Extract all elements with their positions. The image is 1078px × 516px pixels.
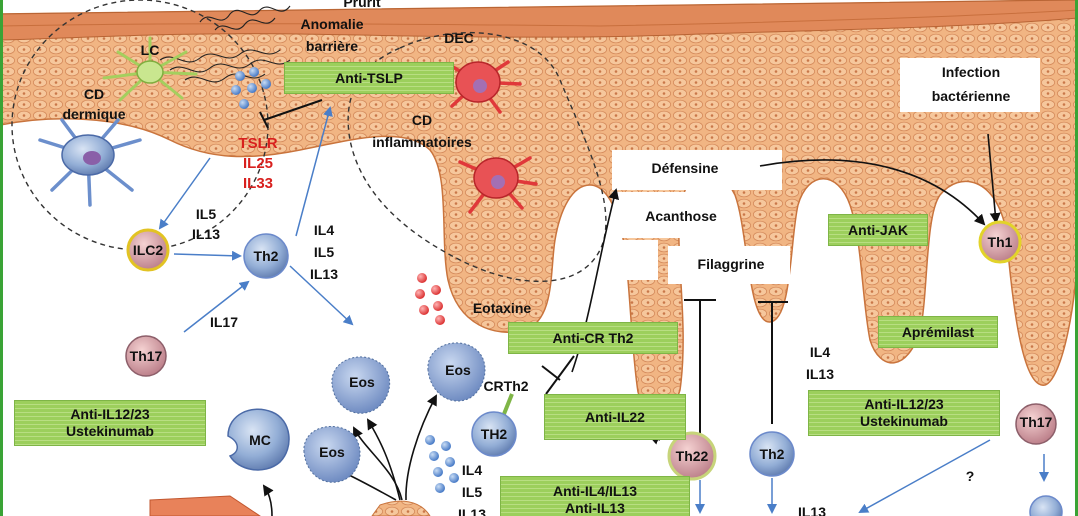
drug-anti-il1223-left-l2: Ustekinumab xyxy=(66,423,154,439)
cell-mc xyxy=(227,408,290,471)
label-il4-il5-il13-c: IL13 xyxy=(309,266,338,282)
drug-anti-il1223-left-l1: Anti-IL12/23 xyxy=(70,406,150,422)
cell-label-th2-right: Th2 xyxy=(759,446,785,462)
cell-ilc2 xyxy=(126,228,170,272)
label-cd-inflam-2: inflammatoires xyxy=(372,134,472,150)
cytokine-il33: IL33 xyxy=(242,175,273,192)
lc-cell xyxy=(102,36,198,102)
cell-bottom-right xyxy=(1029,495,1063,516)
cell-label-ilc2: ILC2 xyxy=(132,242,164,258)
label-cd-dermique-1: CD xyxy=(83,86,105,102)
cell-label-th2-mid: TH2 xyxy=(480,426,508,442)
stratum-corneum xyxy=(0,0,1078,41)
cell-eos-1 xyxy=(331,356,391,414)
cell-th2-mid xyxy=(471,411,517,457)
drug-anti-tslp: Anti-TSLP xyxy=(284,62,454,94)
cell-label-eos-2: Eos xyxy=(445,362,471,378)
drug-anti-crth2: Anti-CR Th2 xyxy=(508,322,678,354)
cell-label-th1: Th1 xyxy=(987,234,1013,250)
drug-anti-il4il13-l1: Anti-IL4/IL13 xyxy=(552,483,637,499)
cell-eos-3 xyxy=(303,426,361,483)
drug-anti-il1223-left: Anti-IL12/23 Ustekinumab xyxy=(14,400,206,446)
cell-eos-2 xyxy=(427,342,486,402)
label-barriere: barrière xyxy=(305,38,359,54)
cell-th17-left xyxy=(125,335,167,377)
label-il13-bottom: IL13 xyxy=(797,504,826,516)
drug-anti-il4il13-l2: Anti-IL13 xyxy=(565,500,625,516)
label-eotaxine: Eotaxine xyxy=(472,300,532,316)
label-il-bottom-c: IL13 xyxy=(457,506,486,516)
blue-dots-top xyxy=(231,67,271,109)
cell-th1 xyxy=(978,220,1022,264)
label-cd-inflam-1: CD xyxy=(411,112,433,128)
drug-anti-il22: Anti-IL22 xyxy=(544,394,686,440)
drug-anti-jak-label: Anti-JAK xyxy=(848,221,908,238)
drug-anti-il22-label: Anti-IL22 xyxy=(585,408,645,425)
blue-arrows xyxy=(158,106,1049,514)
drug-anti-tslp-label: Anti-TSLP xyxy=(335,69,403,86)
dermis-fragment xyxy=(149,495,261,516)
drug-anti-il1223-right-l2: Ustekinumab xyxy=(860,413,948,429)
cytokine-il25: IL25 xyxy=(242,155,273,172)
label-infection-1: Infection xyxy=(941,64,1001,80)
cell-label-th17-left: Th17 xyxy=(129,348,163,364)
cell-label-th17-right: Th17 xyxy=(1019,414,1053,430)
cell-label-eos-3: Eos xyxy=(319,444,345,460)
red-dots xyxy=(415,273,445,325)
label-crth2: CRTh2 xyxy=(483,378,529,394)
cell-th2-top xyxy=(243,233,289,279)
inhibition-bars xyxy=(259,99,788,440)
cytokine-tslr: TSLR xyxy=(238,135,278,152)
label-il4-il5-il13-a: IL4 xyxy=(313,222,335,238)
label-infection-2: bactérienne xyxy=(931,88,1011,104)
cell-th17-right xyxy=(1015,403,1057,445)
label-il5-il13-b: IL13 xyxy=(191,226,220,242)
label-defensine: Défensine xyxy=(651,160,719,176)
label-il-bottom-b: IL5 xyxy=(461,484,483,500)
drug-anti-jak: Anti-JAK xyxy=(828,214,928,246)
drug-apremilast: Aprémilast xyxy=(878,316,998,348)
dermal-dc-cell xyxy=(38,118,142,207)
drug-anti-crth2-label: Anti-CR Th2 xyxy=(552,329,634,346)
cell-label-th22: Th22 xyxy=(675,448,709,464)
drug-anti-il1223-right: Anti-IL12/23 Ustekinumab xyxy=(808,390,1000,436)
black-arrows xyxy=(262,133,1001,516)
drug-anti-il1223-right-l1: Anti-IL12/23 xyxy=(864,396,944,412)
label-il4-il13-right-b: IL13 xyxy=(805,366,834,382)
label-filaggrine: Filaggrine xyxy=(697,256,765,272)
drug-apremilast-label: Aprémilast xyxy=(901,323,975,340)
blue-dots-bottom xyxy=(425,435,459,493)
cell-label-th2-top: Th2 xyxy=(253,248,279,264)
label-il5-il13-a: IL5 xyxy=(195,206,217,222)
label-acanthose: Acanthose xyxy=(645,208,717,224)
cell-label-mc: MC xyxy=(249,432,271,448)
label-lc: LC xyxy=(140,42,160,58)
label-cd-dermique-2: dermique xyxy=(62,106,126,122)
label-dec: DEC xyxy=(444,30,474,46)
cell-th22 xyxy=(667,431,717,481)
inflammatory-dc-cell xyxy=(458,156,538,214)
label-il-bottom-a: IL4 xyxy=(461,462,483,478)
cell-th2-right xyxy=(749,431,795,477)
label-il4-il13-right-a: IL4 xyxy=(809,344,831,360)
label-il4-il5-il13-b: IL5 xyxy=(313,244,335,260)
label-question: ? xyxy=(965,468,975,484)
label-il17: IL17 xyxy=(209,314,238,330)
drug-anti-il4il13: Anti-IL4/IL13 Anti-IL13 xyxy=(500,476,690,516)
pruritus-waves xyxy=(159,5,291,83)
label-prurit: Prurit xyxy=(343,0,381,10)
label-anomalie: Anomalie xyxy=(300,16,364,32)
cell-label-eos-1: Eos xyxy=(349,374,375,390)
